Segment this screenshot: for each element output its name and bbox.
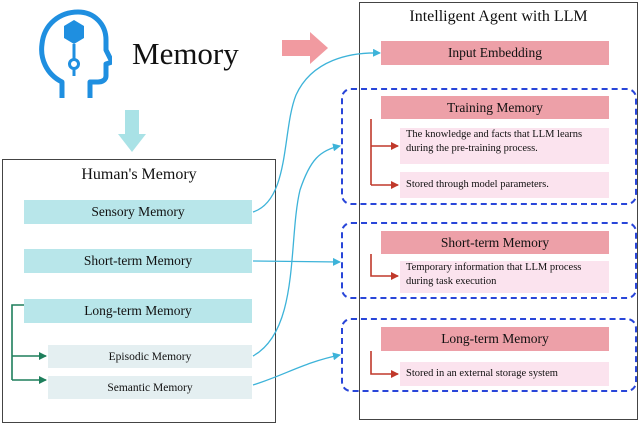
short-term-temporary-line-1: Temporary information that LLM process	[406, 262, 582, 273]
big-arrow-right-icon	[282, 32, 330, 69]
training-knowledge-box: The knowledge and facts that LLM learns …	[400, 128, 609, 164]
memory-heading: Memory	[132, 36, 239, 71]
short-term-temporary-line-2: during task execution	[406, 276, 497, 288]
big-arrow-down-icon	[118, 110, 146, 157]
agent-panel-title: Intelligent Agent with LLM	[409, 8, 588, 25]
episodic-memory-box: Episodic Memory	[48, 345, 252, 368]
training-parameters-box: Stored through model parameters.	[400, 172, 609, 198]
input-embedding-box: Input Embedding	[381, 41, 609, 65]
agent-short-term-title-box: Short-term Memory	[381, 231, 609, 254]
long-term-memory-box: Long-term Memory	[24, 299, 252, 323]
long-term-memory-group	[341, 318, 637, 392]
short-term-memory-group	[341, 222, 637, 299]
short-term-memory-box: Short-term Memory	[24, 249, 252, 273]
human-memory-title: Human's Memory	[81, 166, 197, 183]
long-term-storage-box: Stored in an external storage system	[400, 362, 609, 386]
training-knowledge-line-2: during the pre-training process.	[406, 143, 538, 155]
training-memory-title-box: Training Memory	[381, 96, 609, 119]
agent-long-term-title-box: Long-term Memory	[381, 327, 609, 351]
short-term-temporary-box: Temporary information that LLM process d…	[400, 261, 609, 293]
training-knowledge-line-1: The knowledge and facts that LLM learns	[406, 129, 583, 140]
semantic-memory-box: Semantic Memory	[48, 376, 252, 399]
sensory-memory-box: Sensory Memory	[24, 200, 252, 224]
head-with-hexagon-icon	[32, 6, 115, 102]
